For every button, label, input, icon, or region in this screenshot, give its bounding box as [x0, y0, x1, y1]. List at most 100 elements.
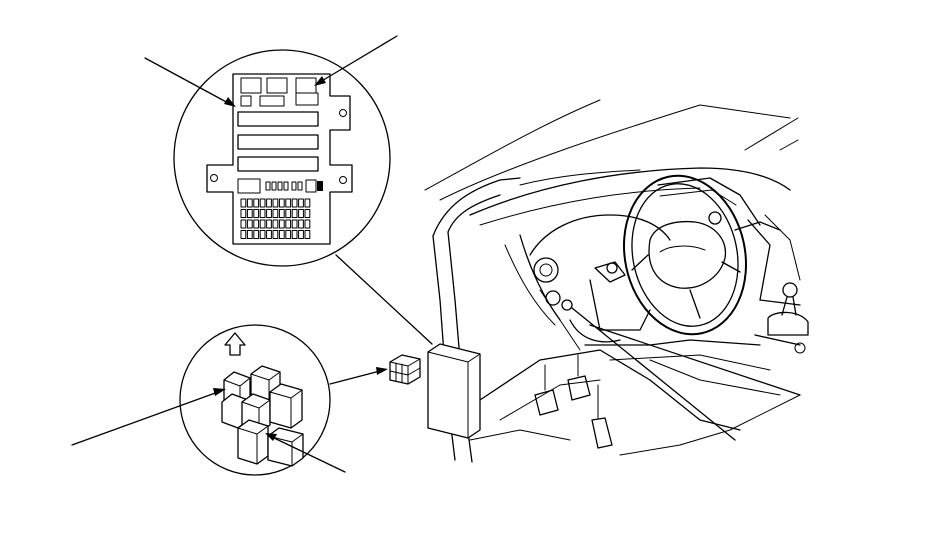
fuse-cell: [240, 230, 247, 239]
fuse-grid: [240, 198, 311, 239]
fuse-box-callout-leaders: [144, 35, 398, 107]
arrowhead: [224, 97, 236, 107]
fuse-cell: [278, 219, 285, 229]
relay-socket: [237, 178, 261, 194]
callout-leader: [71, 391, 219, 446]
arrowhead: [265, 433, 277, 441]
floor-line: [479, 349, 741, 431]
fuse-cell: [253, 198, 260, 208]
pedal-clutch: [567, 354, 591, 401]
relay-slot: [237, 156, 319, 172]
arrowhead: [376, 367, 388, 375]
fuse-cell: [304, 209, 311, 218]
fuse-box-detail-circle: [173, 49, 391, 267]
small-fuse: [240, 95, 252, 107]
fuse-cell: [272, 209, 279, 218]
arrowhead: [314, 76, 326, 86]
fuse-box-housing: [427, 343, 481, 439]
mini-fuse-row: [265, 181, 303, 191]
fuse-cell: [298, 230, 304, 239]
mount-hole: [210, 174, 218, 182]
fuse-cell: [246, 198, 253, 208]
detail-connector-line: [335, 254, 433, 345]
highlighted-fuse: [317, 181, 323, 191]
relay-cube-small: [389, 354, 421, 385]
gear-shifter: [754, 282, 809, 354]
fuse-cell: [266, 230, 272, 239]
relay-callout-leaders: [71, 388, 346, 473]
fuse-cell: [304, 198, 311, 208]
fuse-cell: [246, 219, 253, 229]
fuse-cell: [291, 219, 298, 229]
relay-cube: [267, 427, 304, 467]
callout-leader: [319, 35, 398, 83]
dashboard-callout-leaders: [571, 307, 801, 441]
callout-leader: [144, 57, 231, 105]
fuse-cell: [298, 209, 304, 218]
fuse-cell: [285, 198, 292, 208]
relay-cluster: [221, 365, 304, 467]
fuse-cell: [272, 230, 279, 239]
relay-socket: [305, 179, 317, 193]
relay-connector: [329, 354, 421, 385]
fuse-cell: [253, 219, 260, 229]
relay-cube: [237, 419, 269, 465]
relay-slot: [237, 134, 319, 150]
dash-top: [469, 167, 791, 216]
small-fuse: [259, 95, 285, 107]
pedal-brake: [534, 364, 559, 416]
fuse-cell: [240, 209, 247, 218]
fuse-cell: [253, 230, 260, 239]
fuse-cell: [253, 209, 260, 218]
connector-block: [240, 77, 262, 94]
fuse-cell: [285, 230, 292, 239]
fuse-cell: [298, 219, 304, 229]
dash-fuse-box: [427, 343, 481, 439]
fuse-cell: [266, 219, 272, 229]
gauge-pod: [529, 214, 671, 256]
steering-wheel-rim: [622, 174, 748, 336]
fuse-cell: [291, 230, 298, 239]
arrowhead: [213, 388, 226, 396]
fuse-cell: [278, 209, 285, 218]
fuse-box-panel: [206, 73, 353, 245]
relay-slot: [237, 111, 319, 127]
steering-wheel: [594, 174, 748, 336]
fuse-cell: [278, 198, 285, 208]
fuse-cell: [259, 230, 266, 239]
fuse-cell: [246, 230, 253, 239]
windshield-edge: [424, 99, 601, 191]
fuse-cell: [240, 219, 247, 229]
fuse-cell: [246, 209, 253, 218]
direction-arrow-icon: [224, 332, 246, 356]
connector-block: [266, 77, 288, 94]
a-pillar: [432, 177, 521, 237]
fuse-box-circle-outline: [173, 49, 391, 267]
fuse-cell: [285, 209, 292, 218]
small-fuse: [295, 92, 319, 106]
fuse-cell: [291, 198, 298, 208]
fuse-cell: [259, 219, 266, 229]
fuse-cell: [266, 198, 272, 208]
fuse-cell: [304, 219, 311, 229]
relay-detail-circle: [179, 324, 331, 476]
mount-hole: [339, 109, 347, 117]
fuse-cell: [272, 198, 279, 208]
pedal-accelerator: [591, 384, 613, 449]
fuse-cell: [304, 230, 311, 239]
fuse-cell: [298, 198, 304, 208]
callout-leader: [271, 436, 346, 473]
fuse-cell: [272, 219, 279, 229]
windshield-edge: [439, 104, 701, 201]
fuse-cell: [291, 209, 298, 218]
fuse-cell: [240, 198, 247, 208]
detail-connector-line: [329, 370, 381, 385]
steering-wheel-hub: [648, 220, 727, 289]
gauge-dial: [533, 257, 559, 283]
fuse-cell: [259, 209, 266, 218]
mount-hole: [339, 176, 347, 184]
fuse-cell: [259, 198, 266, 208]
fuse-box-plate: [206, 73, 353, 245]
